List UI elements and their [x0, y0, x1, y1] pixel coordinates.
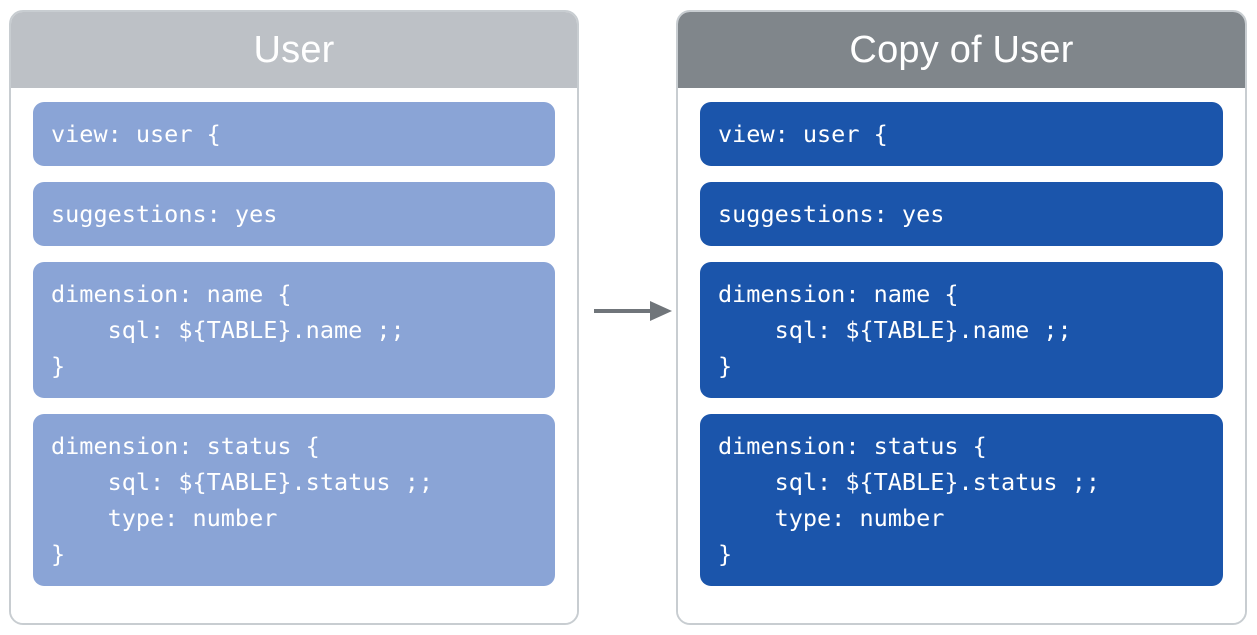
copy-arrow — [592, 296, 674, 326]
panel-body-copy: view: user { suggestions: yes dimension:… — [678, 88, 1245, 623]
panel-title-source: User — [11, 12, 577, 88]
code-block-dimension-name: dimension: name { sql: ${TABLE}.name ;; … — [33, 262, 555, 398]
code-block-suggestions-parameter: suggestions: yes — [33, 182, 555, 246]
panel-title-copy: Copy of User — [678, 12, 1245, 88]
code-block-dimension-status: dimension: status { sql: ${TABLE}.status… — [33, 414, 555, 586]
panel-body-source: view: user { suggestions: yes dimension:… — [11, 88, 577, 623]
code-block-dimension-status-copy: dimension: status { sql: ${TABLE}.status… — [700, 414, 1223, 586]
panel-source-user: User view: user { suggestions: yes dimen… — [9, 10, 579, 625]
code-block-view-declaration: view: user { — [33, 102, 555, 166]
code-block-dimension-name-copy: dimension: name { sql: ${TABLE}.name ;; … — [700, 262, 1223, 398]
panel-copy-of-user: Copy of User view: user { suggestions: y… — [676, 10, 1247, 625]
code-block-suggestions-parameter-copy: suggestions: yes — [700, 182, 1223, 246]
arrow-right-icon — [594, 301, 672, 321]
code-block-view-declaration-copy: view: user { — [700, 102, 1223, 166]
